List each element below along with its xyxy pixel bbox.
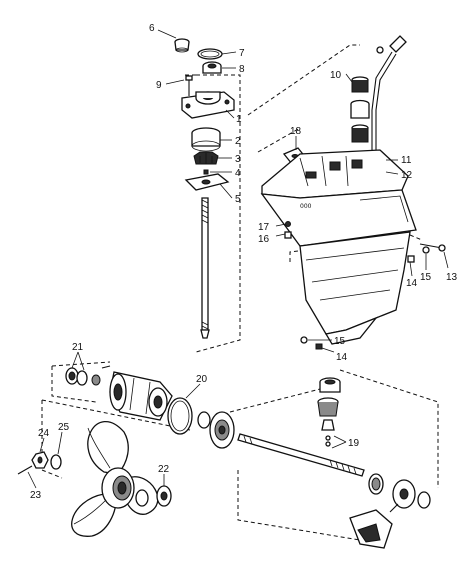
callout-12: 12: [401, 170, 413, 181]
shift-cam: [349, 503, 399, 549]
gear-housing-body: [299, 231, 411, 345]
callout-19: 19: [348, 438, 360, 449]
callout-18: 18: [290, 126, 302, 137]
callout-21: 21: [72, 342, 84, 353]
callout-2: 2: [235, 136, 241, 147]
callout-1: 1: [236, 114, 242, 125]
leader-lines: [27, 29, 449, 489]
bearing-part-10: [350, 76, 370, 143]
cap-part-6: [174, 38, 190, 53]
screw-parts-14-15-lower: [300, 336, 323, 350]
fitting-part-13: [419, 243, 446, 252]
propeller: [71, 421, 159, 537]
callout-10: 10: [330, 70, 342, 81]
callout-16: 16: [258, 234, 270, 245]
propeller-shaft-assembly: [65, 365, 431, 549]
callout-25: 25: [58, 422, 70, 433]
water-pump-housing-part-1: [181, 91, 235, 119]
callout-6: 6: [149, 23, 155, 34]
o-ring-part-7: [197, 48, 223, 60]
reverse-gear: [197, 411, 235, 449]
callout-13: 13: [446, 272, 458, 283]
housing-stamp: 000: [300, 203, 312, 210]
callout-15-upper: 15: [420, 272, 432, 283]
callout-24: 24: [38, 428, 50, 439]
callout-14-lower: 14: [336, 352, 348, 363]
callout-labels: 6 7 8 9 1 2 3 4 5 10 11 12 18 17 16 13 1…: [30, 23, 458, 501]
drive-shaft-assembly: [174, 38, 235, 339]
callout-17: 17: [258, 222, 270, 233]
gear-housing-assembly: 000: [260, 35, 446, 350]
callout-5: 5: [235, 194, 241, 205]
impeller-part-3: [193, 151, 219, 165]
cotter-pin-part-23: [17, 465, 33, 475]
seal-parts-21: [65, 365, 111, 386]
drive-shaft: [200, 197, 210, 339]
callout-11: 11: [401, 155, 412, 166]
impeller-sleeve-part-2: [191, 127, 221, 152]
callout-22: 22: [158, 464, 170, 475]
screw-parts-14-15-upper: [407, 246, 430, 263]
bearing-carrier: [109, 371, 173, 421]
bolt-part-9: [185, 75, 193, 96]
nut-washer-parts-24-25: [31, 451, 62, 470]
callout-7: 7: [239, 48, 245, 59]
key-part-4: [203, 169, 209, 175]
callout-23: 23: [30, 490, 42, 501]
callout-4: 4: [235, 168, 241, 179]
callout-8: 8: [239, 64, 245, 75]
o-ring-part-20: [167, 397, 193, 435]
callout-20: 20: [196, 374, 208, 385]
propeller-shaft: [237, 433, 365, 477]
callout-3: 3: [235, 154, 241, 165]
callout-9: 9: [156, 80, 162, 91]
gear-housing-top: 000: [260, 149, 417, 247]
forward-gear: [368, 473, 431, 509]
screw-parts-16-17: [284, 221, 292, 239]
pinion-assembly: [317, 377, 341, 447]
dashed-group-outlines: [41, 44, 439, 541]
callout-15-lower: 15: [334, 336, 346, 347]
callout-14-upper: 14: [406, 278, 418, 289]
shift-rod: [371, 35, 407, 150]
seal-part-8: [202, 61, 222, 74]
